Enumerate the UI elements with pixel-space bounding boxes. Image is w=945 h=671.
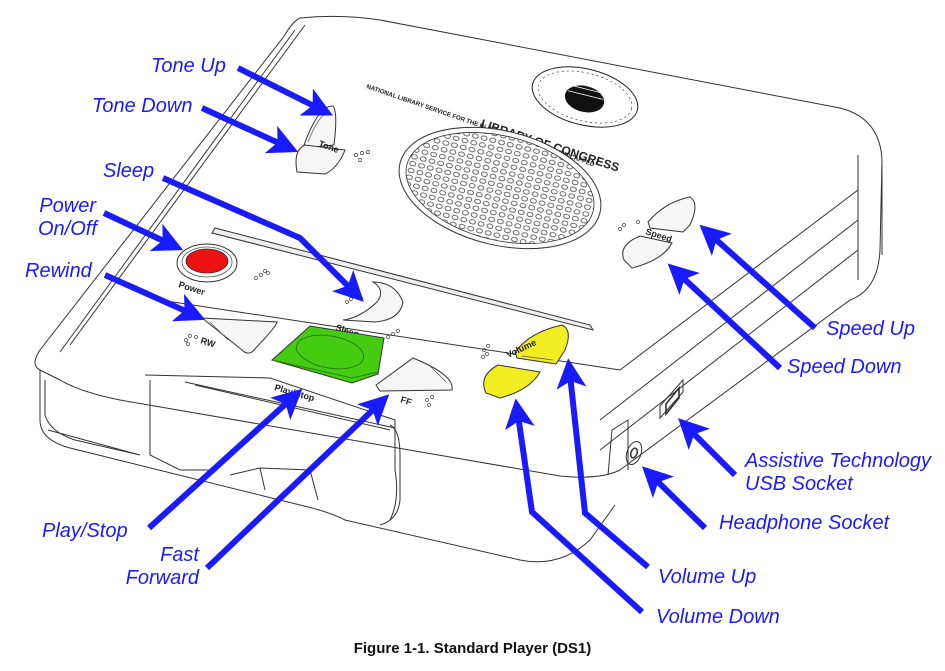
callout-fast-forward-line2: Forward [125, 567, 199, 589]
fast-forward-arrow [204, 394, 390, 571]
speed-up-arrow [699, 224, 817, 331]
front-lip [39, 370, 616, 563]
top-inner-edge [59, 29, 296, 353]
speed-up-button[interactable] [647, 196, 696, 233]
callout-assistive-line2: USB Socket [745, 473, 853, 495]
callout-volume-down: Volume Down [656, 606, 780, 628]
volume-braille-dots [481, 344, 490, 359]
callout-headphone: Headphone Socket [719, 512, 890, 534]
tone-up-arrow [236, 65, 334, 116]
front-lip-inner [44, 380, 141, 456]
callout-assistive-line1: Assistive Technology [745, 450, 932, 472]
callout-assistive-usb: Assistive Technology USB Socket [745, 450, 931, 496]
callout-speed-up: Speed Up [826, 318, 915, 340]
play-stop-button[interactable] [270, 325, 385, 384]
power-button-cap[interactable] [185, 248, 229, 274]
callout-speed-down: Speed Down [787, 356, 902, 378]
callout-fast-forward: Fast Forward [120, 544, 199, 590]
callout-volume-up: Volume Up [658, 566, 757, 588]
volume-down-button[interactable] [483, 364, 541, 399]
callout-sleep: Sleep [103, 160, 155, 182]
callout-tone-down: Tone Down [92, 95, 193, 117]
rewind-braille-dots [184, 334, 198, 346]
speaker-grille [398, 126, 602, 250]
headphone-socket[interactable] [623, 439, 644, 466]
power-button[interactable] [176, 243, 238, 283]
play-stop-label: Play/Stop [273, 382, 316, 403]
callout-power-line1: Power [39, 195, 96, 217]
callout-arrows [102, 65, 817, 615]
right-side-face [857, 155, 883, 280]
rewind-arrow [103, 272, 206, 322]
volume-up-arrow [556, 358, 650, 570]
callout-power: Power On/Off [38, 195, 97, 241]
callout-play-stop: Play/Stop [42, 520, 128, 542]
rewind-button[interactable] [200, 317, 278, 354]
top-divider-bar [211, 227, 595, 331]
sleep-arrow [161, 175, 364, 302]
power-braille-dots [254, 269, 270, 280]
callout-power-line2: On/Off [38, 218, 97, 240]
callout-fast-forward-line1: Fast [160, 544, 199, 566]
front-bevel [379, 424, 401, 526]
tone-down-arrow [200, 105, 299, 154]
volume-down-arrow [505, 398, 645, 615]
fast-forward-button[interactable] [375, 357, 453, 392]
power-arrow [102, 210, 184, 251]
figure-caption: Figure 1-1. Standard Player (DS1) [353, 640, 592, 657]
callout-rewind: Rewind [25, 260, 92, 282]
assistive-usb-arrow [678, 418, 738, 478]
library-of-congress-seal [531, 66, 639, 128]
speed-braille-dots [618, 220, 640, 231]
fast-forward-label: FF [399, 394, 413, 407]
volume-up-button[interactable] [514, 324, 569, 365]
tone-braille-dots [354, 150, 370, 162]
speed-down-button[interactable] [622, 235, 673, 269]
callout-tone-up: Tone Up [151, 55, 226, 77]
rewind-label: RW [199, 335, 217, 349]
usb-socket[interactable] [659, 378, 684, 420]
fast-forward-braille-dots [425, 395, 434, 407]
side-bezel [607, 419, 629, 476]
tone-down-button[interactable] [295, 144, 346, 175]
top-surface-outline [34, 15, 883, 478]
speed-down-arrow [667, 263, 783, 371]
play-stop-arrow [146, 388, 303, 531]
top-inner-edge-2 [69, 24, 306, 346]
headphone-arrow [642, 466, 708, 531]
sleep-button[interactable] [342, 281, 404, 323]
